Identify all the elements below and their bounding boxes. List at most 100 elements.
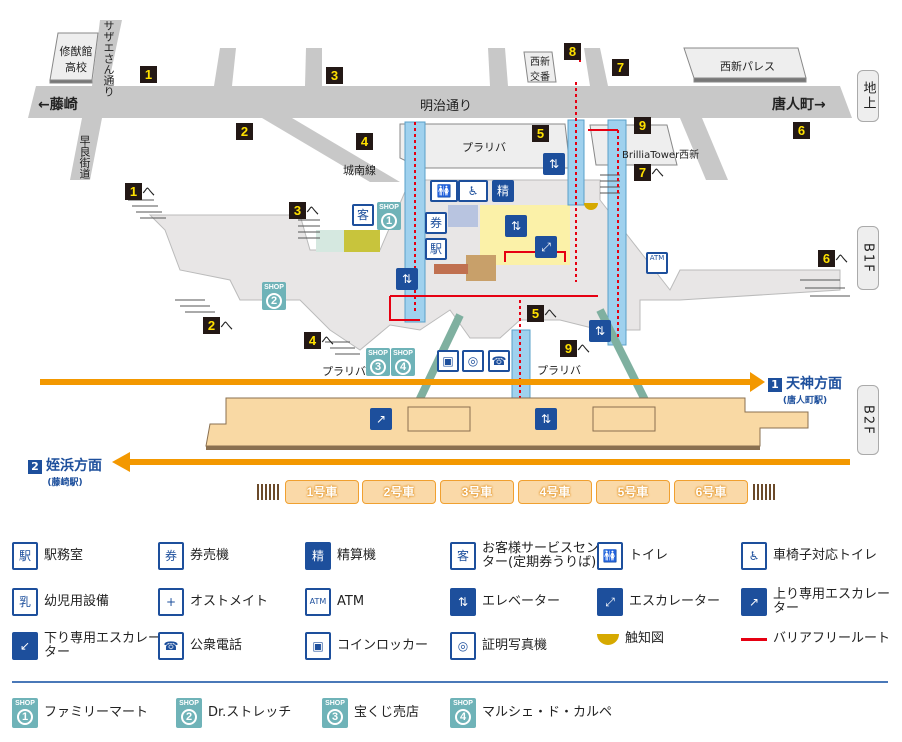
exit-6: 6: [793, 122, 810, 139]
atm-icon: ATM: [305, 588, 331, 616]
legend-item: + オストメイト: [158, 588, 268, 616]
car-2: 2号車: [362, 480, 436, 504]
escalator-icon: ⤢: [535, 236, 557, 258]
toilet-icon: 🚻: [597, 542, 623, 570]
wheelchair-toilet-icon: ♿: [458, 180, 488, 202]
building-brillia: BrilliaTower西新: [622, 150, 700, 161]
ticket-machine-icon: 券: [425, 212, 447, 234]
building-koban: 西新交番: [530, 57, 550, 83]
legend-item: ◎証明写真機: [450, 632, 547, 660]
escalator-icon: ⤢: [597, 588, 623, 616]
wheelchair-toilet-icon: ♿: [741, 542, 767, 570]
legend-label: エスカレーター: [629, 594, 721, 609]
exit-1: 1: [140, 66, 157, 83]
barrier-free-route-icon: [741, 637, 767, 641]
b2f-platform: [205, 397, 809, 447]
legend-item: 客お客様サービスセンター(定期券うりば): [450, 542, 607, 570]
exit-9: 9: [634, 117, 651, 134]
photo-booth-icon: ◎: [462, 350, 484, 372]
legend-label: トイレ: [629, 548, 669, 563]
public-phone-icon: ☎: [158, 632, 184, 660]
exit-3: 3: [326, 67, 343, 84]
legend-label: 幼児用設備: [44, 594, 110, 609]
legend-item: バリアフリールート: [741, 632, 890, 646]
building-plariva: プラリバ: [462, 141, 506, 154]
legend-label: コインロッカー: [337, 638, 429, 653]
elevator-icon: ⇅: [450, 588, 476, 616]
toilet-icon: 🚻: [430, 180, 458, 202]
roads: [28, 20, 852, 182]
road-jonan: 城南線: [343, 164, 376, 177]
legend-label: 車椅子対応トイレ: [773, 548, 878, 563]
floor-tab-b1f: B1F: [857, 226, 879, 290]
photo-booth-icon: ◎: [450, 632, 476, 660]
road-direction-fujisaki: ←藤崎: [38, 97, 78, 113]
elevator-icon: ⇅: [589, 320, 611, 342]
legend-label: 下り専用エスカレーター: [44, 631, 162, 660]
legend-item: 🚻 トイレ: [597, 542, 668, 570]
legend-label: オストメイト: [190, 594, 269, 609]
customer-service-icon: 客: [352, 204, 374, 226]
car-4: 4号車: [518, 480, 592, 504]
exit-7: 7: [612, 59, 629, 76]
atm-icon: ATM: [646, 252, 668, 274]
ostomate-icon: +: [158, 588, 184, 616]
coin-locker-icon: ▣: [305, 632, 331, 660]
road-sazae: サザエさん通り: [102, 20, 115, 97]
legend-label: ATM: [337, 594, 365, 609]
road-sawara: 早良街道: [78, 135, 91, 179]
legend-item: ATM ATM: [305, 588, 364, 616]
legend-label: 公衆電話: [190, 638, 243, 653]
building-nishijin-palace: 西新パレス: [720, 60, 775, 73]
car-6: 6号車: [674, 480, 748, 504]
plariva-label-left: プラリバ: [322, 365, 366, 378]
exit-5: 5: [532, 125, 549, 142]
fare-adjustment-icon: 精: [492, 180, 514, 202]
legend-item: 触知図: [597, 632, 664, 646]
legend-item: 券券売機: [158, 542, 229, 570]
legend-label: 触知図: [625, 631, 665, 646]
legend-item: ▣ コインロッカー: [305, 632, 428, 660]
legend-item: ⤢ エスカレーター: [597, 588, 720, 616]
legend-label: 上り専用エスカレーター: [773, 587, 891, 616]
legend-label: 精算機: [337, 548, 377, 563]
legend-label: お客様サービスセンター(定期券うりば): [482, 541, 600, 570]
shop-label: ファミリーマート: [44, 705, 149, 720]
exit-4: 4: [356, 133, 373, 150]
legend-item: ☎ 公衆電話: [158, 632, 242, 660]
shop-label: 宝くじ売店: [354, 705, 420, 720]
customer-service-icon: 客: [450, 542, 476, 570]
station-office-icon: 駅: [12, 542, 38, 570]
down-escalator-icon: ↙: [12, 632, 38, 660]
fare-adjustment-icon: 精: [305, 542, 331, 570]
elevator-icon: ⇅: [396, 268, 418, 290]
legend-item: 駅駅務室: [12, 542, 83, 570]
legend-label: エレベーター: [482, 594, 561, 609]
legend-item: ♿ 車椅子対応トイレ: [741, 542, 877, 570]
road-meiji: 明治通り: [420, 99, 473, 114]
car-1: 1号車: [285, 480, 359, 504]
legend-label: 券売機: [190, 548, 230, 563]
car-3: 3号車: [440, 480, 514, 504]
legend-label: 駅務室: [44, 548, 84, 563]
shop-label: マルシェ・ド・カルペ: [482, 705, 613, 720]
building-shuyukan: 修猷館高校: [59, 45, 93, 74]
floor-tab-b2f: B2F: [857, 385, 879, 455]
exit-8: 8: [564, 43, 581, 60]
exit-2: 2: [236, 123, 253, 140]
